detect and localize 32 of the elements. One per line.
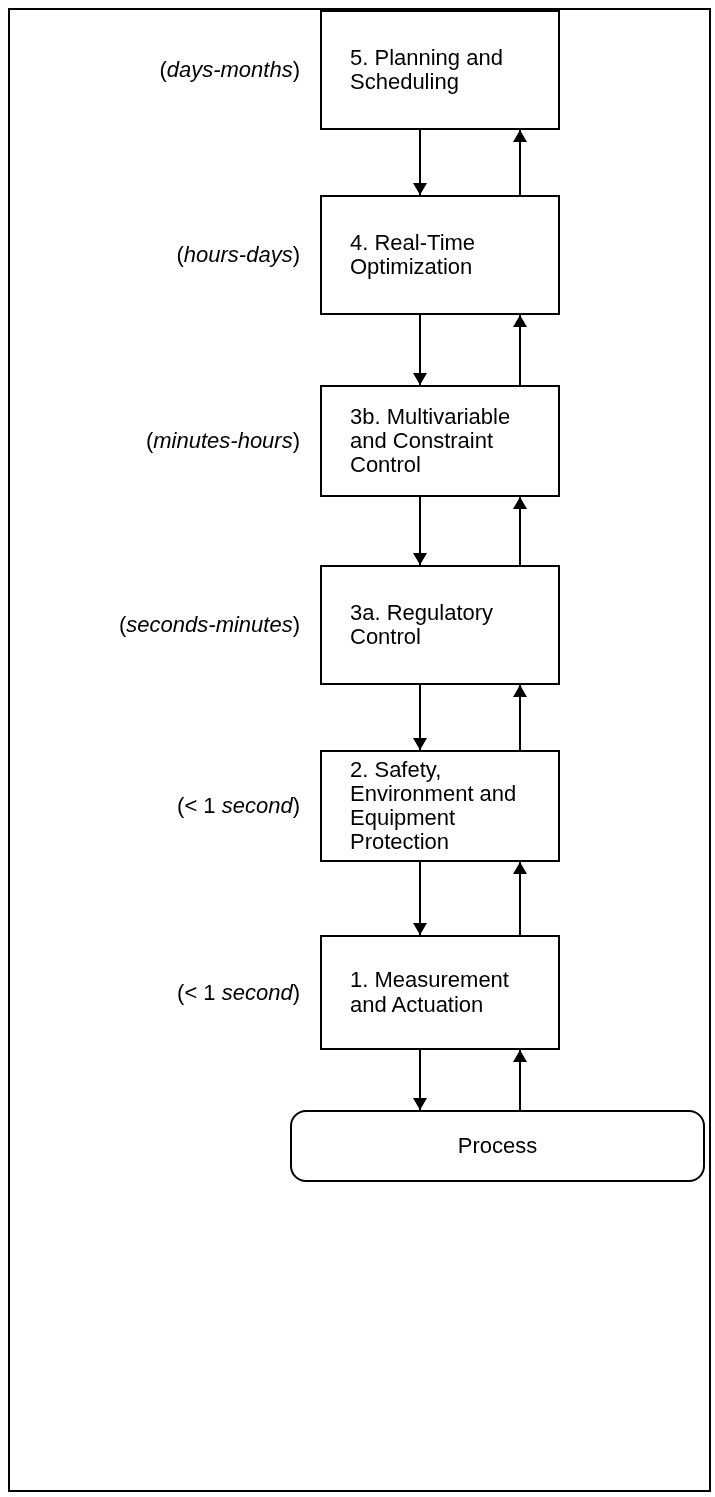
level-box (320, 935, 560, 1050)
box-text: 3b. Multivariable and Constraint Control (349, 404, 512, 478)
arrow (413, 314, 427, 386)
level-box (320, 565, 560, 685)
box-text: 1. Measurement and Actuation (349, 968, 510, 1017)
timescale-label: (< 1 second) (176, 979, 300, 1006)
box-text: Process (457, 1133, 538, 1159)
box-text: 2. Safety, Environment and Equipment Protection (349, 757, 518, 855)
arrow (513, 314, 527, 386)
timescale-label: (hours-days) (175, 242, 300, 268)
box-text: 3a. Regulatory Control (349, 600, 495, 650)
level-box (320, 195, 560, 315)
arrow (413, 496, 427, 566)
arrow (513, 129, 527, 196)
arrow (513, 684, 527, 751)
level-box (320, 10, 560, 130)
arrow (413, 684, 427, 751)
timescale-label: (minutes-hours) (144, 428, 300, 454)
arrow (513, 861, 527, 936)
arrow (413, 129, 427, 196)
timescale-label: (seconds-minutes) (118, 612, 300, 638)
box-text: 4. Real-Time Optimization (349, 230, 477, 280)
rounded-process-box (290, 1110, 705, 1182)
arrow (513, 496, 527, 566)
level-box (320, 750, 560, 862)
timescale-label: (days-months) (158, 57, 300, 83)
box-text: 5. Planning and Scheduling (349, 45, 504, 95)
arrow (413, 1049, 427, 1111)
level-box (320, 385, 560, 497)
arrow (513, 1049, 527, 1111)
arrow (413, 861, 427, 936)
timescale-label: (< 1 second) (176, 793, 300, 819)
